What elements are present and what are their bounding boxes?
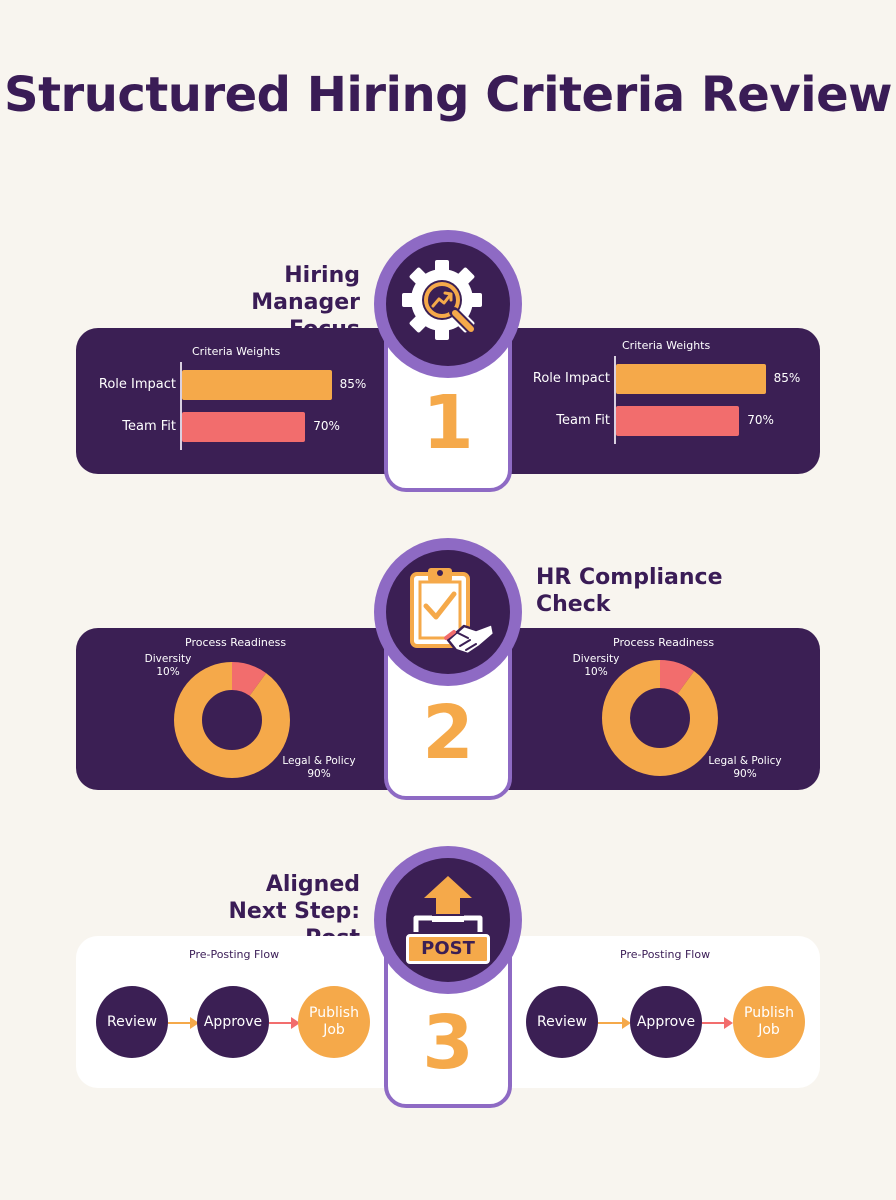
chart-title: Criteria Weights xyxy=(192,345,281,358)
segment-value: 90% xyxy=(307,768,331,780)
chart-title: Pre-Posting Flow xyxy=(189,948,280,961)
chart-title: Pre-Posting Flow xyxy=(620,948,711,961)
bar-value-label: 85% xyxy=(339,377,367,391)
bar-label: Team Fit xyxy=(122,419,176,434)
bar-label: Role Impact xyxy=(98,377,176,392)
segment-value: 90% xyxy=(733,768,757,780)
post-upload-icon xyxy=(413,876,483,932)
arrow-head-icon xyxy=(190,1017,199,1029)
flow-step-publish-job: Publish Job xyxy=(733,986,805,1058)
arrow-head-icon xyxy=(622,1017,631,1029)
bar-team-fit xyxy=(616,406,740,436)
flow-step-review: Review xyxy=(96,986,168,1058)
stage-2-title: HR Compliance Check xyxy=(536,565,723,617)
flow-step-approve: Approve xyxy=(197,986,269,1058)
segment-name: Legal & Policy xyxy=(282,755,356,767)
bar-role-impact xyxy=(182,370,332,400)
flow-step-publish-job: Publish Job xyxy=(298,986,370,1058)
segment-name: Diversity xyxy=(144,653,192,665)
donut-segment-legal-policy xyxy=(174,662,290,778)
bar-value-label: 70% xyxy=(747,413,774,427)
bar-team-fit xyxy=(182,412,306,442)
bar-chart-left: Criteria Weights Role Impact Team Fit 85… xyxy=(76,328,376,474)
bar-value-label: 70% xyxy=(313,419,340,433)
segment-label-diversity: Diversity 10% xyxy=(136,653,200,679)
flow-arrow xyxy=(598,1022,626,1024)
process-readiness-donut xyxy=(174,662,290,778)
flow-arrow xyxy=(269,1022,295,1024)
segment-label-legal-policy: Legal & Policy 90% xyxy=(698,755,792,781)
arrow-head-icon xyxy=(291,1017,300,1029)
clipboard-handshake-icon xyxy=(410,568,496,656)
flow-step-review: Review xyxy=(526,986,598,1058)
segment-label-diversity: Diversity 10% xyxy=(564,653,628,679)
stage-1-number: 1 xyxy=(422,380,474,466)
flow-left: Pre-Posting Flow Review Approve Publish … xyxy=(76,936,376,1088)
flow-arrow xyxy=(168,1022,194,1024)
bar-chart-right: Criteria Weights Role Impact Team Fit 85… xyxy=(510,328,810,474)
post-label: POST xyxy=(406,934,490,964)
page-title: Structured Hiring Criteria Review xyxy=(4,67,892,123)
bar-value-label: 85% xyxy=(773,371,801,385)
chart-title: Process Readiness xyxy=(185,636,287,649)
stage-2-number: 2 xyxy=(422,690,474,776)
flow-arrow xyxy=(702,1022,728,1024)
bar-axis xyxy=(180,362,182,450)
chart-title: Criteria Weights xyxy=(622,339,711,352)
segment-label-legal-policy: Legal & Policy 90% xyxy=(272,755,366,781)
bar-label: Team Fit xyxy=(556,413,610,428)
donut-chart-left: Process Readiness Diversity 10% Legal & … xyxy=(76,628,376,790)
flow-right: Pre-Posting Flow Review Approve Publish … xyxy=(510,936,810,1088)
segment-name: Legal & Policy xyxy=(708,755,782,767)
donut-chart-right: Process Readiness Diversity 10% Legal & … xyxy=(510,628,810,790)
segment-value: 10% xyxy=(156,666,180,678)
segment-value: 10% xyxy=(584,666,608,678)
donut-segment-legal-policy xyxy=(602,660,718,776)
process-readiness-donut xyxy=(602,660,718,776)
bar-label: Role Impact xyxy=(532,371,610,386)
flow-step-approve: Approve xyxy=(630,986,702,1058)
arrow-head-icon xyxy=(724,1017,733,1029)
stage-3-number: 3 xyxy=(422,1000,474,1086)
chart-title: Process Readiness xyxy=(613,636,715,649)
gear-magnifier-icon xyxy=(402,260,482,340)
bar-axis xyxy=(614,356,616,444)
segment-name: Diversity xyxy=(572,653,620,665)
bar-role-impact xyxy=(616,364,766,394)
